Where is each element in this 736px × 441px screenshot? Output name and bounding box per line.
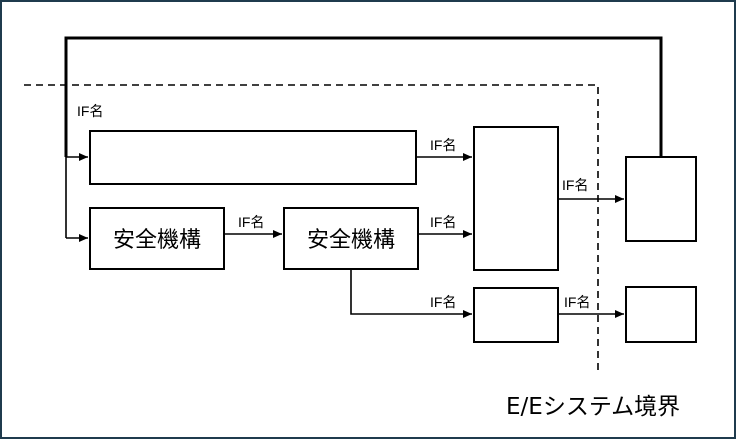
top-function-box	[89, 130, 417, 185]
right-upper-box	[625, 156, 697, 242]
safety-mechanism-label-1: 安全機構	[113, 228, 201, 253]
interface-label-top: IF名	[430, 137, 456, 153]
safety-mechanism-box-1	[89, 207, 225, 270]
interface-label-safety1: IF名	[238, 214, 264, 230]
interface-label-out-upper: IF名	[562, 177, 588, 193]
middle-small-box	[473, 287, 559, 343]
interface-label-out-lower: IF名	[564, 294, 590, 310]
middle-tall-box	[473, 126, 559, 271]
system-boundary-label: E/Eシステム境界	[506, 394, 680, 420]
right-lower-box	[625, 286, 697, 343]
interface-label-input: IF名	[77, 103, 103, 119]
feedback-line	[64, 36, 663, 157]
safety-mechanism-label-2: 安全機構	[307, 228, 395, 253]
interface-label-safety2: IF名	[430, 214, 456, 230]
arrow-safety2-to-small-box	[350, 269, 472, 318]
interface-label-branch: IF名	[430, 294, 456, 310]
